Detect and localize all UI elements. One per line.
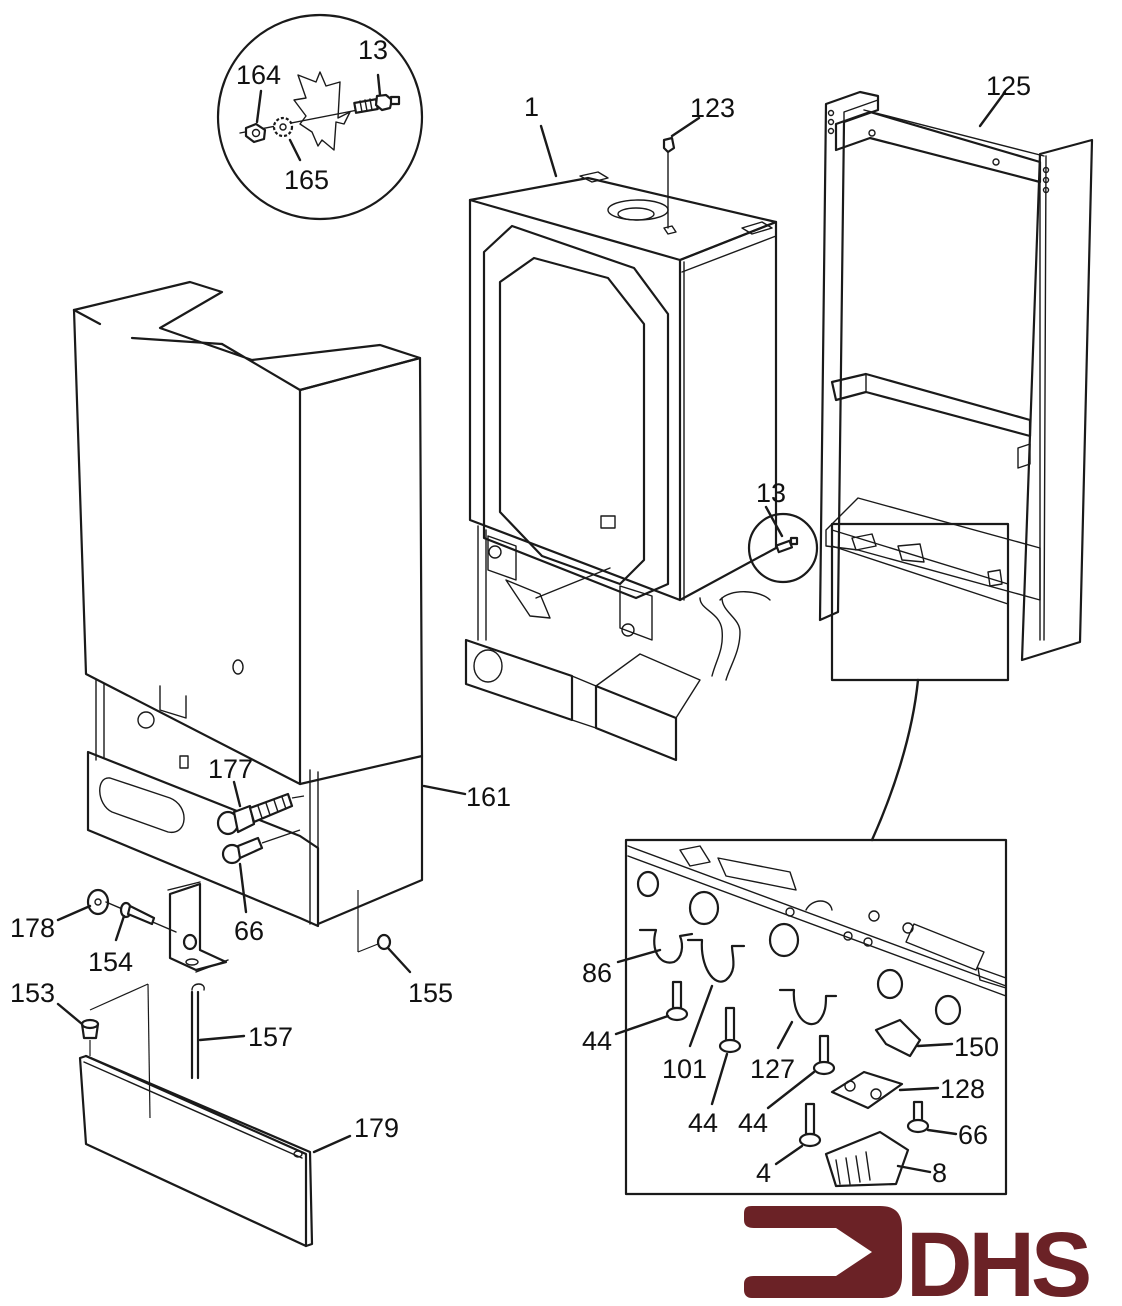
label-128: 128 — [940, 1074, 985, 1104]
label-177: 177 — [208, 754, 253, 784]
screw-66-icon — [221, 829, 301, 865]
plug-123-icon — [662, 136, 677, 235]
label-165: 165 — [284, 165, 329, 195]
label-125: 125 — [986, 71, 1031, 101]
label-86: 86 — [582, 958, 612, 988]
connections-inset: 86 44 101 44 127 44 150 128 66 4 8 — [582, 838, 1008, 1196]
detail-circle-fastener: 164 13 165 — [216, 13, 424, 221]
stud-13-small-icon — [775, 536, 799, 554]
label-154: 154 — [88, 947, 133, 977]
washer-178-icon — [86, 888, 110, 916]
nut-164-icon — [244, 122, 267, 144]
pipe-fitting-icon — [636, 870, 962, 1026]
dhs-logo: DHS — [744, 1206, 1093, 1306]
label-178: 178 — [10, 913, 55, 943]
label-101: 101 — [662, 1054, 707, 1084]
label-8: 8 — [932, 1158, 947, 1188]
wall-frame: 125 — [818, 71, 1094, 842]
grommet-155-icon — [376, 933, 392, 951]
stud-13-icon — [353, 93, 401, 114]
label-179: 179 — [354, 1113, 399, 1143]
boiler-chassis: 1 123 13 — [464, 92, 819, 762]
label-4: 4 — [756, 1158, 771, 1188]
outer-casing: 177 66 161 — [72, 280, 511, 953]
label-66-right: 66 — [958, 1120, 988, 1150]
screw-154-icon — [119, 901, 156, 926]
screw-177-icon — [216, 792, 305, 836]
label-1: 1 — [524, 92, 539, 122]
label-161: 161 — [466, 782, 511, 812]
label-157: 157 — [248, 1022, 293, 1052]
label-123: 123 — [690, 93, 735, 123]
electrical-connector-8-icon — [824, 1130, 910, 1188]
hinge-assembly: 178 154 155 153 157 179 — [10, 881, 453, 1248]
label-44-a: 44 — [582, 1026, 612, 1056]
label-153: 153 — [10, 978, 55, 1008]
star-washer-165-icon — [272, 116, 294, 138]
arrow-logo-icon — [744, 1206, 902, 1298]
label-66-left: 66 — [234, 916, 264, 946]
label-13-detail: 13 — [358, 35, 388, 65]
label-13: 13 — [756, 478, 786, 508]
label-127: 127 — [750, 1054, 795, 1084]
label-44-b: 44 — [688, 1108, 718, 1138]
logo-text: DHS — [906, 1214, 1089, 1306]
label-150: 150 — [954, 1032, 999, 1062]
label-155: 155 — [408, 978, 453, 1008]
label-44-c: 44 — [738, 1108, 768, 1138]
screw-44-icon — [665, 980, 930, 1148]
label-164: 164 — [236, 60, 281, 90]
bush-153-icon — [80, 1018, 100, 1040]
